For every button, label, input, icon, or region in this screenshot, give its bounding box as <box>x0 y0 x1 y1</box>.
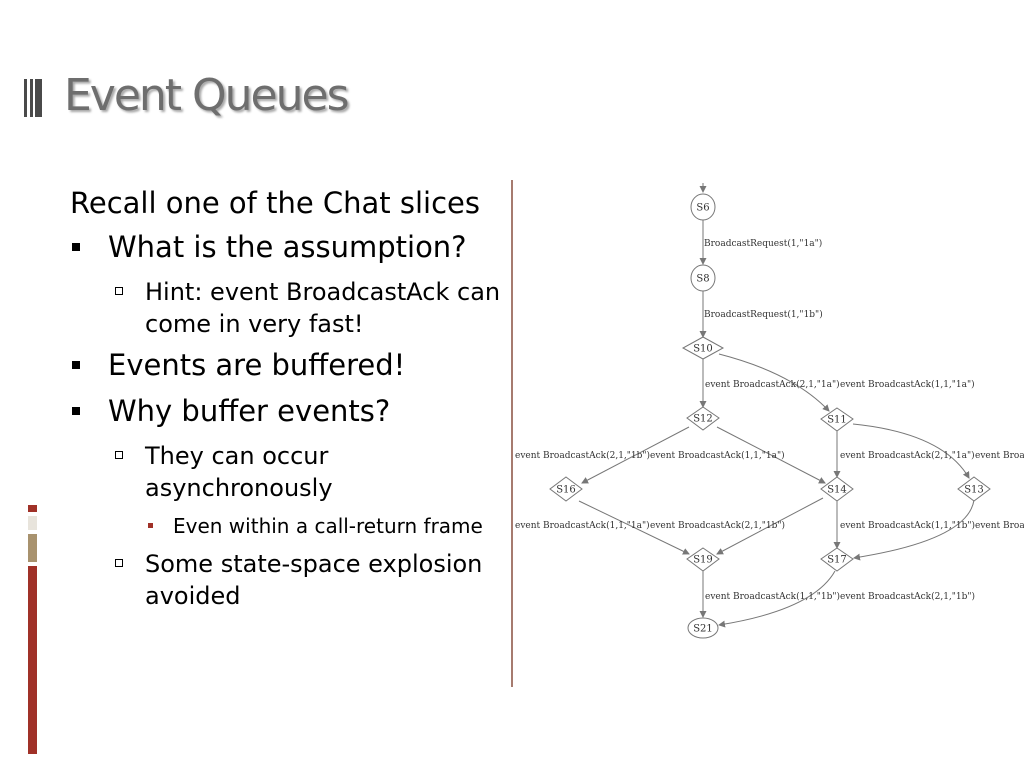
square-bullet-icon <box>72 243 80 251</box>
sub-bullet-item: They can occur asynchronously <box>70 440 510 504</box>
square-bullet-icon <box>72 361 80 369</box>
edge-label: event BroadcastAck(1,1,"1a") <box>650 450 785 461</box>
edge-s11-s13 <box>852 423 970 479</box>
state-node-s6: S6 <box>690 193 716 221</box>
small-square-bullet-icon <box>148 523 153 528</box>
sub-sub-bullet-text: Even within a call-return frame <box>173 514 483 538</box>
svg-text:S16: S16 <box>556 485 576 496</box>
edge-label: event BroadcastAck(2,1,"1a") <box>705 379 840 390</box>
edge-s12-s16 <box>581 426 690 484</box>
state-node-s21: S21 <box>687 617 719 639</box>
state-node-s17: S17 <box>820 547 854 572</box>
bullet-text: Why buffer events? <box>108 394 391 428</box>
state-node-s8: S8 <box>690 264 716 292</box>
state-node-s11: S11 <box>820 407 854 432</box>
state-node-s13: S13 <box>957 476 991 502</box>
bullet-item: Events are buffered! <box>70 348 510 382</box>
sub-bullet-text: Some state-space explosion avoided <box>145 550 483 610</box>
svg-text:S11: S11 <box>827 415 847 426</box>
square-bullet-icon <box>72 407 80 415</box>
edge-s13-s17 <box>853 499 975 561</box>
hollow-square-bullet-icon <box>115 451 123 459</box>
edge-label: event BroadcastAck(2,1,"1b") <box>650 520 785 531</box>
sub-bullet-text: They can occur asynchronously <box>145 442 333 502</box>
state-node-s12: S12 <box>686 406 720 431</box>
edge-s14-s19 <box>716 497 824 555</box>
edge-s17-s21 <box>718 570 836 628</box>
slide-content: Recall one of the Chat slices What is th… <box>70 186 510 620</box>
content-heading: Recall one of the Chat slices <box>70 186 481 220</box>
edge-label: event Broad <box>975 451 1024 461</box>
bullet-text: Events are buffered! <box>108 348 406 382</box>
svg-text:S10: S10 <box>693 344 713 355</box>
edge-label: event BroadcastAck(2,1,"1b") <box>515 450 650 461</box>
state-node-s19: S19 <box>686 547 720 572</box>
svg-text:S8: S8 <box>696 274 709 285</box>
bullet-item: What is the assumption? <box>70 230 510 264</box>
edge-label: event BroadcastAck(1,1,"1b") <box>705 591 840 602</box>
edge-s16-s19 <box>578 500 690 555</box>
edge-label: BroadcastRequest(1,"1a") <box>704 238 822 249</box>
sub-bullet-item: Some state-space explosion avoided <box>70 548 510 612</box>
edge-label: event BroadcastAck(1,1,"1a") <box>515 520 650 531</box>
hollow-square-bullet-icon <box>115 559 123 567</box>
svg-text:S17: S17 <box>827 555 847 566</box>
sub-bullet-text: Hint: event BroadcastAck can come in ver… <box>145 278 501 338</box>
svg-text:S14: S14 <box>827 485 847 496</box>
edge-s12-s14 <box>716 426 826 484</box>
edge-label: event BroadcastAck(2,1,"1b") <box>840 591 975 602</box>
state-diagram: BroadcastRequest(1,"1a") BroadcastReques… <box>513 178 1024 648</box>
bullet-item: Why buffer events? <box>70 394 510 428</box>
slide-title: Event Queues <box>64 70 350 121</box>
sub-sub-bullet-item: Even within a call-return frame <box>70 512 510 540</box>
svg-text:S13: S13 <box>964 485 984 496</box>
sub-bullet-item: Hint: event BroadcastAck can come in ver… <box>70 276 510 340</box>
bullet-text: What is the assumption? <box>108 230 467 264</box>
state-diagram-svg: BroadcastRequest(1,"1a") BroadcastReques… <box>515 183 1024 639</box>
state-node-s14: S14 <box>820 476 854 502</box>
svg-text:S12: S12 <box>693 414 713 425</box>
svg-text:S19: S19 <box>693 555 713 566</box>
svg-text:S21: S21 <box>693 624 713 635</box>
title-decoration <box>24 79 42 117</box>
state-node-s10: S10 <box>681 336 725 360</box>
edge-s10-s11 <box>718 353 830 412</box>
svg-text:S6: S6 <box>696 203 709 214</box>
column-divider <box>511 180 513 687</box>
edge-label: event Broad <box>975 521 1024 531</box>
edge-label: BroadcastRequest(1,"1b") <box>704 309 823 320</box>
edge-label: event BroadcastAck(2,1,"1a") <box>840 450 975 461</box>
state-node-s16: S16 <box>549 476 583 502</box>
hollow-square-bullet-icon <box>115 287 123 295</box>
edge-label: event BroadcastAck(1,1,"1b") <box>840 520 975 531</box>
edge-label: event BroadcastAck(1,1,"1a") <box>840 379 975 390</box>
